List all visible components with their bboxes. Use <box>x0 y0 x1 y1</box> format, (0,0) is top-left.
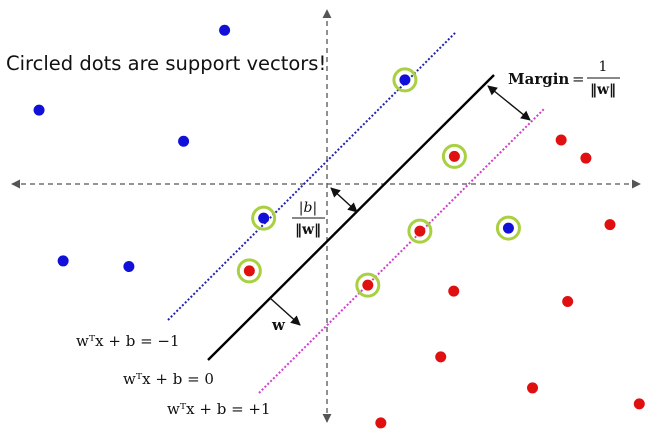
dot <box>219 24 231 36</box>
normal-vector-arrow <box>269 297 301 326</box>
margin-line-plus <box>258 107 546 394</box>
dot <box>562 296 574 308</box>
support-vector-red <box>441 143 467 169</box>
support-vector-red <box>355 272 381 298</box>
dot <box>448 285 460 297</box>
data-point-red <box>562 296 574 308</box>
margin-denominator: ‖w‖ <box>590 82 616 98</box>
support-vector-blue <box>392 67 418 93</box>
dot <box>57 255 69 267</box>
support-ring <box>392 67 418 93</box>
data-point-blue <box>178 135 190 147</box>
dot <box>414 225 426 237</box>
dot <box>502 222 514 234</box>
support-vector-blue <box>251 205 277 231</box>
dot <box>243 265 255 277</box>
support-ring <box>407 218 433 244</box>
support-ring <box>355 272 381 298</box>
normal-vector-label: w <box>271 316 286 334</box>
support-ring <box>441 143 467 169</box>
data-point-blue <box>123 261 135 273</box>
data-points <box>33 24 645 429</box>
decision-boundary <box>207 74 495 361</box>
support-ring <box>251 205 277 231</box>
data-point-red <box>435 351 447 363</box>
equation-minus-one: wᵀx + b = −1 <box>76 332 180 350</box>
margin-word: Margin <box>508 70 569 88</box>
data-point-red <box>580 152 592 164</box>
dot <box>375 417 387 429</box>
dot <box>362 279 374 291</box>
dot <box>580 152 592 164</box>
dot <box>448 150 460 162</box>
data-point-blue <box>219 24 231 36</box>
dot <box>258 212 270 224</box>
dot <box>33 104 45 116</box>
margin-numerator: 1 <box>599 59 608 75</box>
support-vector-red <box>407 218 433 244</box>
data-point-blue <box>33 104 45 116</box>
offset-numerator: |b| <box>299 200 317 216</box>
data-point-blue <box>57 255 69 267</box>
data-point-red <box>604 219 616 231</box>
dot <box>178 135 190 147</box>
support-ring <box>236 258 262 284</box>
dot <box>435 351 447 363</box>
data-point-red <box>633 398 645 410</box>
caption: Circled dots are support vectors! <box>6 52 326 75</box>
dot <box>123 261 135 273</box>
data-point-red <box>555 134 567 146</box>
dot <box>527 382 539 394</box>
data-point-red <box>448 285 460 297</box>
dot <box>633 398 645 410</box>
equation-zero: wᵀx + b = 0 <box>123 370 214 388</box>
support-vector-red <box>236 258 262 284</box>
dot <box>399 74 411 86</box>
support-vector-blue <box>495 215 521 241</box>
support-ring <box>495 215 521 241</box>
equation-plus-one: wᵀx + b = +1 <box>167 400 271 418</box>
margin-equals: = <box>572 70 585 88</box>
dot <box>555 134 567 146</box>
offset-denominator: ‖w‖ <box>295 222 321 238</box>
data-point-red <box>527 382 539 394</box>
margin-arrow <box>487 85 531 121</box>
offset-arrow <box>330 187 358 213</box>
data-point-red <box>375 417 387 429</box>
dot <box>604 219 616 231</box>
margin-line-minus <box>167 31 457 321</box>
